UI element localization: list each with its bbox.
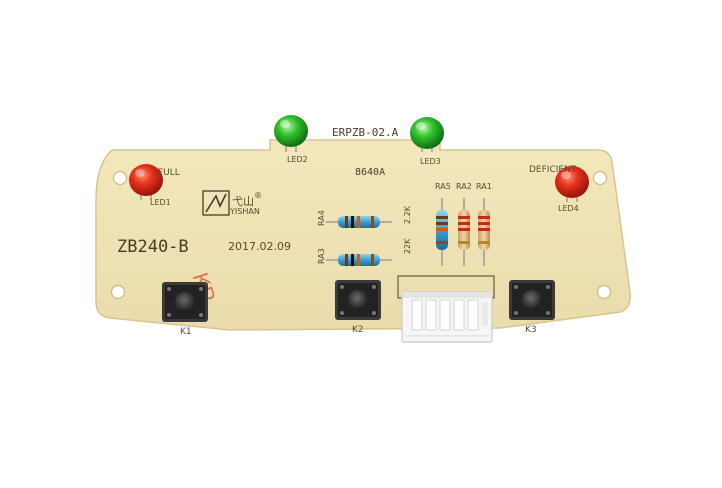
led-1-function: FULL <box>158 168 180 178</box>
button-k1 <box>162 282 208 322</box>
mounting-hole <box>112 170 128 186</box>
board-name: ZB240-B <box>117 237 189 257</box>
pcb-board <box>95 139 632 331</box>
logo-brand-cn: 弋山 <box>232 195 254 208</box>
resistor-ra3-ref: RA3 <box>317 248 326 264</box>
led-2 <box>274 115 308 152</box>
resistor-value-right: 2.2K <box>403 205 412 224</box>
mounting-hole <box>596 284 612 300</box>
logo-registered: ® <box>254 191 262 200</box>
resistor-ra1 <box>478 198 490 266</box>
button-k2-ref: K2 <box>352 325 364 335</box>
board-date: 2017.02.09 <box>228 240 291 253</box>
resistor-ra5 <box>436 198 448 266</box>
button-k1-ref: K1 <box>180 327 192 337</box>
led-4-function: DEFICIENT <box>529 165 577 175</box>
resistor-ra2 <box>458 198 470 266</box>
part-number: 8640A <box>355 167 385 178</box>
led-3-ref: LED3 <box>420 157 441 166</box>
mounting-hole <box>592 170 608 186</box>
yishan-logo: 弋山 ® YISHAN <box>202 190 262 216</box>
model-code: ERPZB-02.A <box>332 126 399 139</box>
button-k3-ref: K3 <box>525 325 537 335</box>
resistor-ra3 <box>326 254 392 266</box>
resistor-ra5-ref: RA5 <box>435 182 451 191</box>
mounting-hole <box>110 284 126 300</box>
led-1-ref: LED1 <box>150 198 171 207</box>
led-4-ref: LED4 <box>558 204 579 213</box>
button-k3 <box>509 280 555 320</box>
resistor-ra4-ref: RA4 <box>317 210 326 226</box>
resistor-ra1-ref: RA1 <box>476 182 492 191</box>
logo-brand-en: YISHAN <box>229 207 260 216</box>
resistor-ra4 <box>326 216 392 228</box>
led-1 <box>129 164 163 200</box>
led-2-ref: LED2 <box>287 155 308 164</box>
led-3 <box>410 117 444 152</box>
wire-connector <box>401 291 493 343</box>
led-4 <box>555 166 589 202</box>
resistor-ra2-ref: RA2 <box>456 182 472 191</box>
resistor-value-left: 22K <box>403 238 412 254</box>
button-k2 <box>335 280 381 320</box>
